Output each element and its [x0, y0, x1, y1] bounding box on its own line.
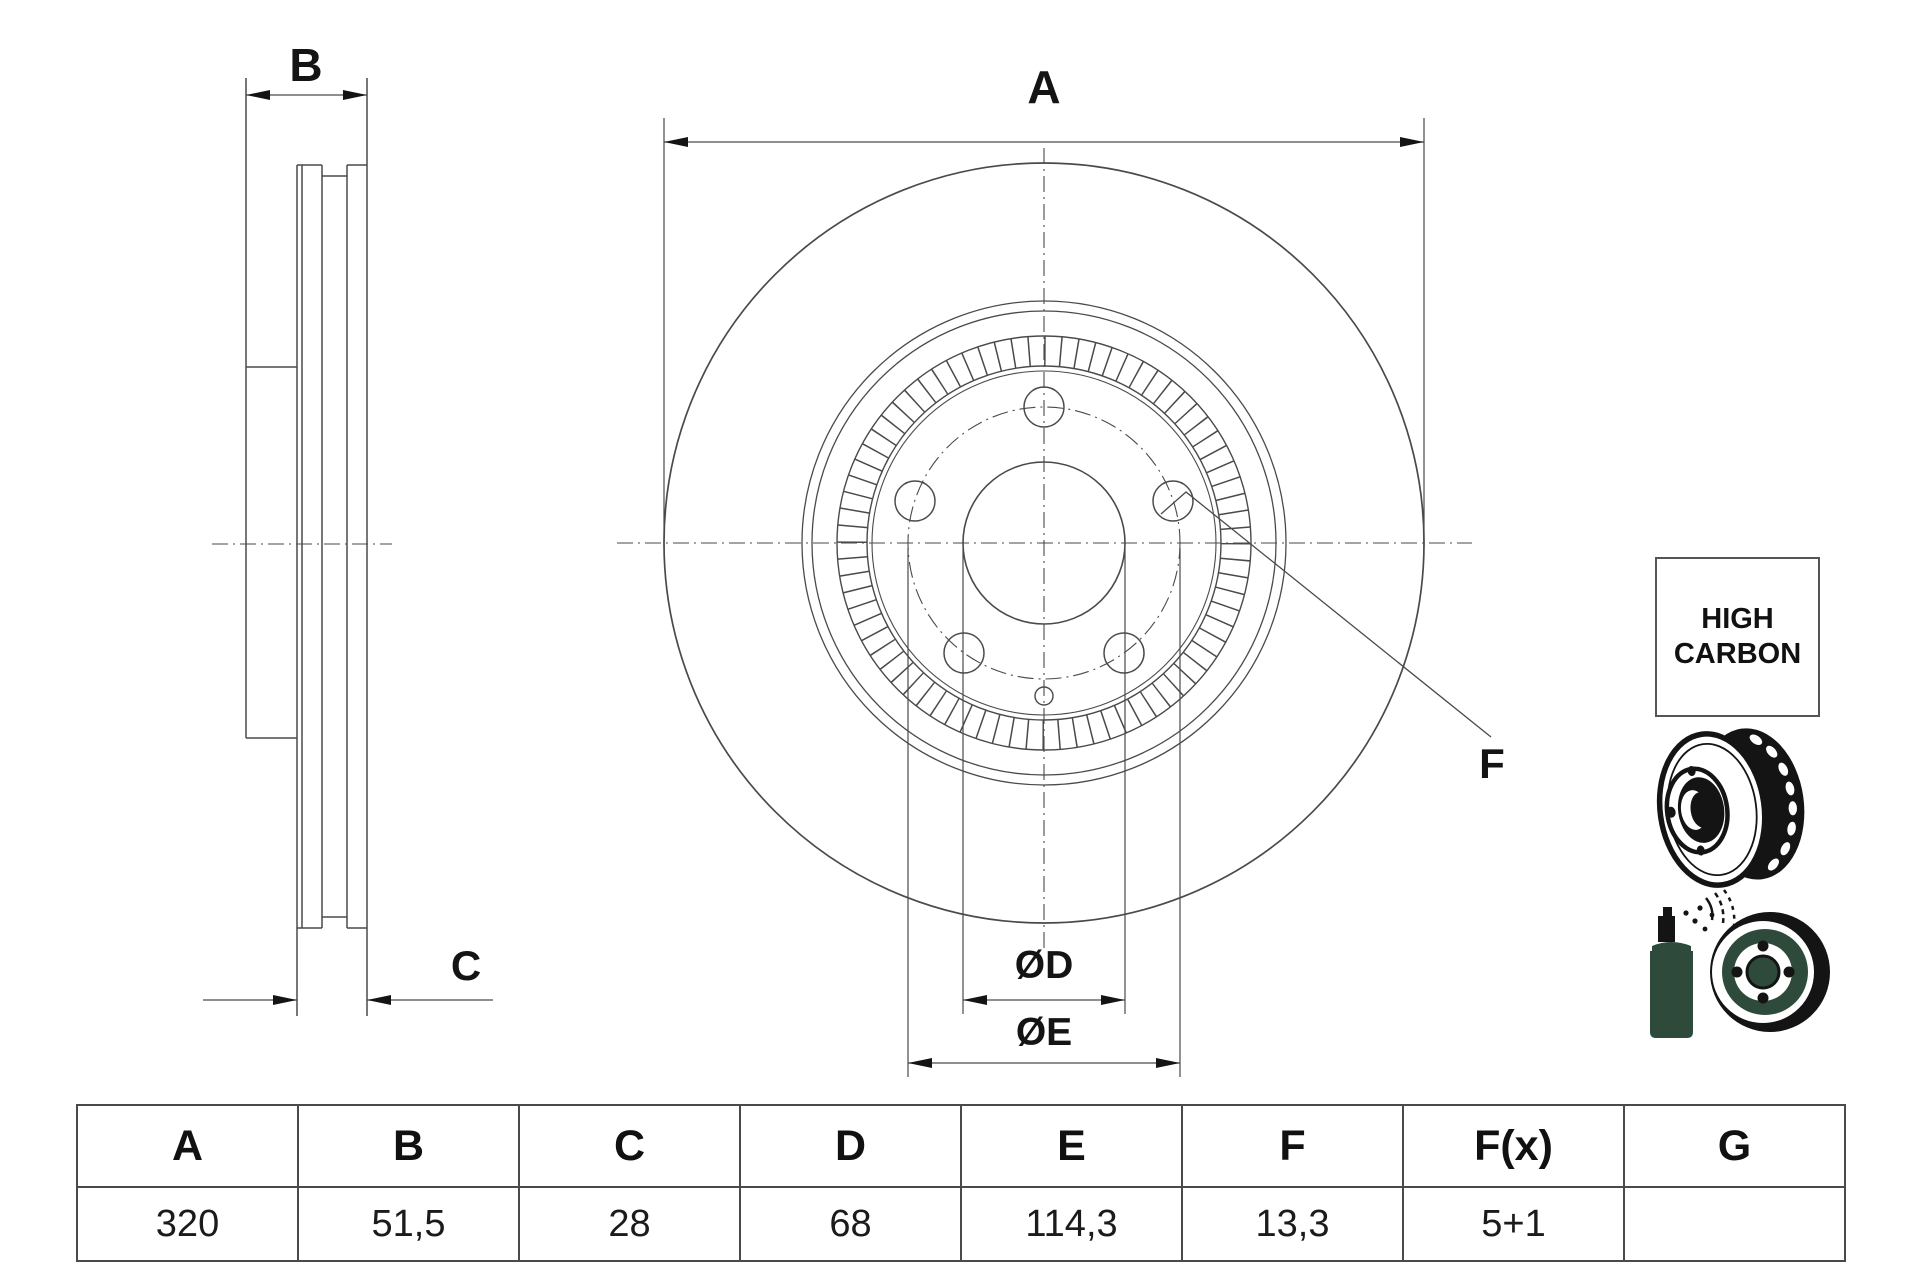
- dim-label-b: B: [289, 39, 323, 91]
- dim-d: [962, 548, 1126, 1014]
- dimension-table: A B C D E F F(x) G 320 51,5 28 68 114,3 …: [76, 1104, 1846, 1262]
- value-c: 28: [518, 1186, 741, 1262]
- spray-nozzle: [1658, 916, 1675, 942]
- dim-e: [907, 548, 1181, 1077]
- col-header-e: E: [960, 1104, 1183, 1188]
- dim-c: [203, 995, 493, 1005]
- side-section-view: [212, 78, 392, 1016]
- value-e: 114,3: [960, 1186, 1183, 1262]
- high-carbon-line2: CARBON: [1673, 638, 1802, 670]
- high-carbon-line1: HIGH: [1701, 602, 1774, 635]
- dim-label-f: F: [1479, 740, 1505, 787]
- dim-b: [246, 90, 367, 100]
- col-header-f: F: [1181, 1104, 1404, 1188]
- value-b: 51,5: [297, 1186, 520, 1262]
- high-carbon-badge: HIGH CARBON: [1655, 557, 1820, 717]
- dim-label-a: A: [1027, 61, 1061, 113]
- col-header-g: G: [1623, 1104, 1846, 1188]
- coating-spray-icon: [1650, 889, 1830, 1038]
- dim-a: [663, 118, 1425, 548]
- dim-label-c: C: [450, 942, 482, 989]
- col-header-fx: F(x): [1402, 1104, 1625, 1188]
- leader-line-f: [1160, 491, 1492, 738]
- value-f: 13,3: [1181, 1186, 1404, 1262]
- value-g: [1623, 1186, 1846, 1262]
- col-header-d: D: [739, 1104, 962, 1188]
- bolt-hole: [1152, 480, 1194, 522]
- dim-label-d: ØD: [1014, 944, 1074, 987]
- front-view: [617, 148, 1472, 948]
- value-a: 320: [76, 1186, 299, 1262]
- spray-can-body: [1650, 951, 1693, 1038]
- value-fx: 5+1: [1402, 1186, 1625, 1262]
- dimension-table-value-row: 320 51,5 28 68 114,3 13,3 5+1: [76, 1186, 1846, 1262]
- bolt-hole: [894, 480, 936, 522]
- value-d: 68: [739, 1186, 962, 1262]
- bolt-hole: [1103, 632, 1145, 674]
- vented-disc-icon: [1656, 728, 1805, 888]
- dimension-table-header-row: A B C D E F F(x) G: [76, 1104, 1846, 1188]
- dim-label-e: ØE: [1015, 1011, 1073, 1054]
- bolt-hole: [943, 632, 985, 674]
- col-header-b: B: [297, 1104, 520, 1188]
- col-header-a: A: [76, 1104, 299, 1188]
- col-header-c: C: [518, 1104, 741, 1188]
